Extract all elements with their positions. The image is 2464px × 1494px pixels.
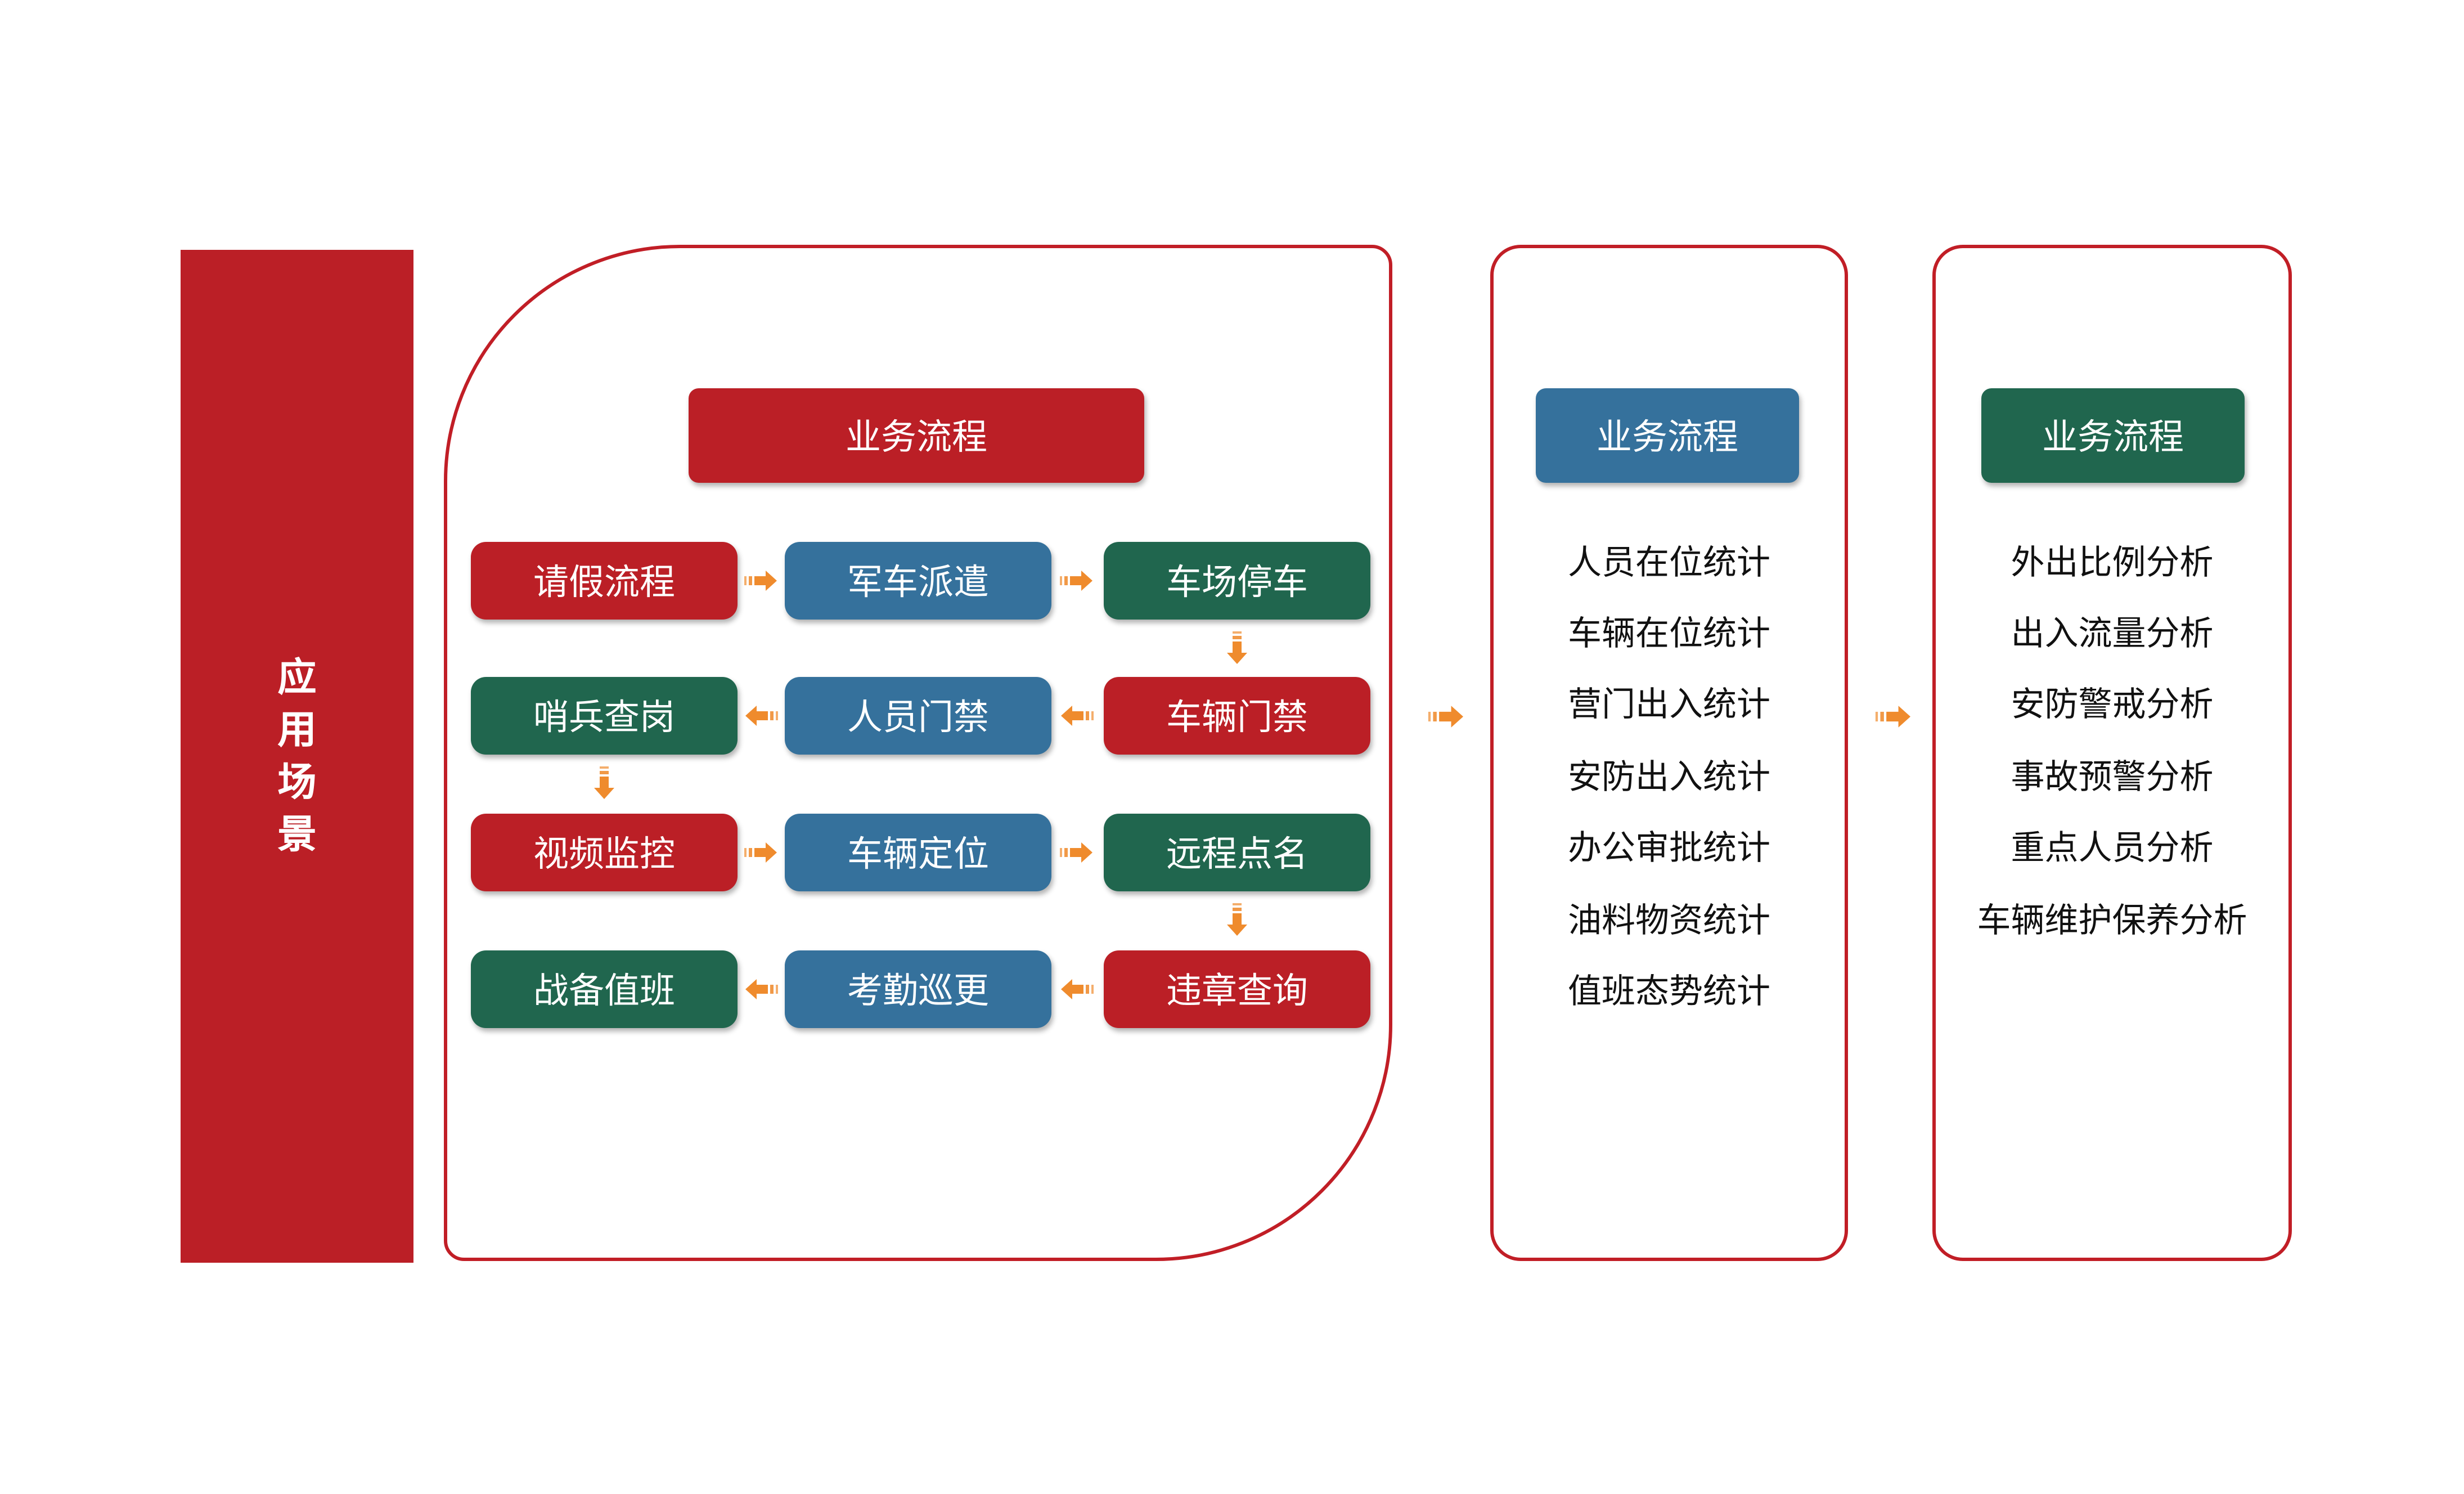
list-item: 人员在位统计 xyxy=(1568,545,1770,582)
list-item: 外出比例分析 xyxy=(2011,545,2214,582)
flow-box-vehicle-positioning: 车辆定位 xyxy=(785,814,1051,891)
flow-box-violation-query: 违章查询 xyxy=(1104,950,1370,1028)
list-item: 车辆维护保养分析 xyxy=(1977,902,2247,940)
flow-box-vehicle-access: 车辆门禁 xyxy=(1104,677,1370,755)
list-item: 车辆在位统计 xyxy=(1568,616,1770,654)
flow-box-sentry-check: 哨兵查岗 xyxy=(471,677,738,755)
statistics-list: 人员在位统计 车辆在位统计 营门出入统计 安防出入统计 办公审批统计 油料物资统… xyxy=(1490,523,1848,1024)
list-item: 事故预警分析 xyxy=(2011,759,2214,797)
list-item: 重点人员分析 xyxy=(2011,831,2214,868)
list-item: 安防警戒分析 xyxy=(2011,688,2214,725)
arrow-down-icon xyxy=(1225,631,1249,665)
arrow-right-icon xyxy=(1875,704,1912,729)
arrow-down-icon xyxy=(1225,903,1249,937)
application-scenarios-banner: 应 用 场 景 xyxy=(181,250,413,1263)
banner-char: 场 xyxy=(277,760,317,804)
panel1-header: 业务流程 xyxy=(689,388,1144,483)
flow-box-remote-rollcall: 远程点名 xyxy=(1104,814,1370,891)
flow-box-video-surveillance: 视频监控 xyxy=(471,814,738,891)
list-item: 安防出入统计 xyxy=(1568,759,1770,797)
panel3-header: 业务流程 xyxy=(1981,388,2245,483)
banner-char: 用 xyxy=(277,707,317,751)
arrow-right-icon xyxy=(1428,704,1465,729)
panel2-header: 业务流程 xyxy=(1536,388,1799,483)
list-item: 办公审批统计 xyxy=(1568,831,1770,868)
flow-box-leave-process: 请假流程 xyxy=(471,542,738,620)
arrow-left-icon xyxy=(1060,977,1094,1001)
arrow-right-icon xyxy=(1060,841,1094,864)
flow-box-attendance-patrol: 考勤巡更 xyxy=(785,950,1051,1028)
arrow-left-icon xyxy=(744,704,778,728)
arrow-right-icon xyxy=(744,841,778,864)
arrow-left-icon xyxy=(744,977,778,1001)
flow-box-military-vehicle-dispatch: 军车派遣 xyxy=(785,542,1051,620)
flow-box-personnel-access: 人员门禁 xyxy=(785,677,1051,755)
arrow-down-icon xyxy=(592,766,616,800)
flow-box-parking: 车场停车 xyxy=(1104,542,1370,620)
list-item: 营门出入统计 xyxy=(1568,688,1770,725)
arrow-left-icon xyxy=(1060,704,1094,728)
arrow-right-icon xyxy=(1060,569,1094,593)
arrow-right-icon xyxy=(744,569,778,593)
analysis-list: 外出比例分析 出入流量分析 安防警戒分析 事故预警分析 重点人员分析 车辆维护保… xyxy=(1932,523,2292,953)
list-item: 油料物资统计 xyxy=(1568,902,1770,940)
list-item: 值班态势统计 xyxy=(1568,974,1770,1012)
banner-char: 景 xyxy=(277,812,317,856)
flow-box-combat-duty: 战备值班 xyxy=(471,950,738,1028)
banner-char: 应 xyxy=(277,655,317,699)
list-item: 出入流量分析 xyxy=(2011,616,2214,654)
